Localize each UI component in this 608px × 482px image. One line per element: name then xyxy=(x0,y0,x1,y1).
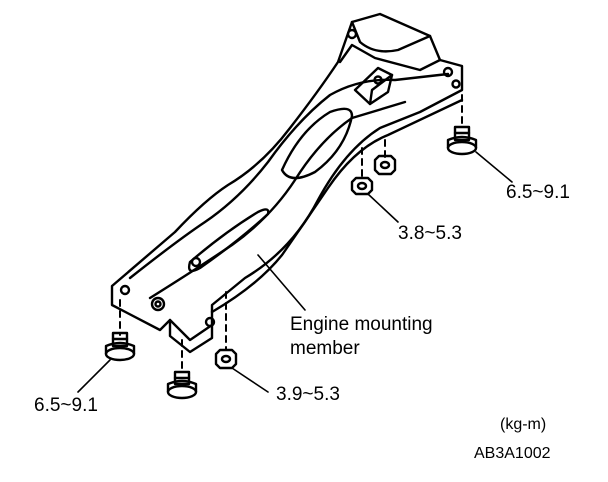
hole-front-2 xyxy=(204,316,216,328)
hole-rear-3 xyxy=(451,79,461,89)
hole-front-slot xyxy=(190,256,202,268)
hole-rear-2 xyxy=(442,66,454,78)
hole-rear-1 xyxy=(346,28,358,40)
hole-front-4 xyxy=(154,300,162,308)
nut-front-center xyxy=(214,348,238,370)
center-oval-opening xyxy=(280,107,354,180)
rear-top-plate xyxy=(350,20,432,53)
hole-front-3 xyxy=(150,296,166,312)
nut-rear-center-b xyxy=(373,154,397,176)
unit-label: (kg-m) xyxy=(500,416,547,433)
part-name-label: Engine mounting member xyxy=(290,313,433,361)
bolt-front-bottom xyxy=(166,370,198,400)
nut-rear-center-a xyxy=(350,176,374,196)
rear-bracket xyxy=(353,66,394,106)
hole-bracket xyxy=(373,75,383,85)
torque-label-rear-center: 3.8~5.3 xyxy=(398,223,462,244)
figure-code: AB3A1002 xyxy=(474,445,551,462)
leader-front-center xyxy=(231,367,269,393)
inner-rib-upper xyxy=(128,72,450,280)
rear-plate-rib xyxy=(338,43,442,72)
leader-front-left xyxy=(77,359,111,393)
part-name-line-2: member xyxy=(290,337,360,359)
member-side-edge xyxy=(210,98,464,314)
leader-rear-center xyxy=(367,193,399,223)
front-slot xyxy=(187,208,270,273)
torque-label-front-left: 6.5~9.1 xyxy=(34,395,98,416)
member-outline xyxy=(110,12,464,342)
rear-bracket-side xyxy=(368,73,394,106)
leader-part-name xyxy=(257,254,306,311)
torque-label-front-center: 3.9~5.3 xyxy=(276,384,340,405)
bolt-front-left xyxy=(104,331,136,362)
part-name-line-1: Engine mounting xyxy=(290,314,433,335)
member-lower-flange xyxy=(168,318,214,354)
hole-front-1 xyxy=(119,284,131,296)
leader-rear-right xyxy=(475,151,513,183)
torque-label-rear-right: 6.5~9.1 xyxy=(506,182,570,203)
bolt-rear-right xyxy=(446,125,478,156)
